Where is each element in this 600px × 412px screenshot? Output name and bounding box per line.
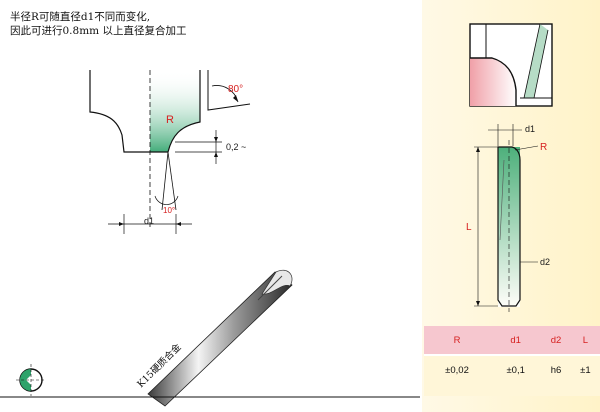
clearance-line	[161, 151, 169, 211]
angle-bottom-label: 10°	[163, 206, 175, 215]
angle-arc-10	[154, 195, 179, 205]
note-line-1: 半径R可随直径d1不同而变化,	[10, 11, 151, 23]
cutter-outline	[167, 70, 201, 153]
value-d2: h6	[541, 354, 571, 384]
tool-rod: K15硬质合金	[135, 269, 293, 407]
side-d1-label: d1	[525, 124, 535, 134]
table-header-row: R d1 d2 L	[424, 326, 600, 355]
offset-label: 0,2 ~	[226, 142, 246, 152]
profile-drawing: 80° R 0,2 ~ 10° d1	[89, 70, 251, 234]
table-spacer-row	[424, 384, 600, 396]
detail-view	[469, 23, 553, 107]
workpiece-outline	[89, 70, 168, 153]
value-d1: ±0,1	[490, 354, 542, 384]
value-l: ±1	[570, 354, 600, 384]
side-view-drawing: d1 R L d2	[466, 124, 550, 312]
clearance-line	[167, 151, 177, 211]
tool-flute-edge	[257, 275, 283, 301]
angle-top-label: 80°	[228, 84, 243, 95]
end-view-icon	[16, 364, 46, 396]
header-l: L	[570, 326, 600, 355]
side-d2-label: d2	[540, 257, 550, 267]
side-r-label: R	[540, 142, 547, 153]
cut-region	[150, 70, 200, 152]
cutter-top-edge	[207, 70, 251, 111]
arrow-head	[214, 152, 218, 157]
header-d2: d2	[541, 326, 571, 355]
table-row: ±0,02 ±0,1 h6 ±1	[424, 354, 600, 384]
value-r: ±0,02	[424, 354, 491, 384]
radius-label: R	[166, 114, 174, 126]
header-r: R	[424, 326, 491, 355]
tolerance-table: R d1 d2 L ±0,02 ±0,1 h6 ±1	[424, 326, 600, 396]
side-l-label: L	[466, 222, 472, 233]
description-note: 半径R可随直径d1不同而变化, 因此可进行0.8mm 以上直径复合加工	[10, 10, 186, 38]
arrow-head	[176, 222, 181, 226]
arrow-head	[119, 222, 124, 226]
diameter-label: d1	[144, 216, 154, 226]
header-d1: d1	[490, 326, 542, 355]
arrow-head	[214, 137, 218, 142]
arrow-head	[233, 95, 238, 102]
note-line-2: 因此可进行0.8mm 以上直径复合加工	[10, 25, 187, 37]
